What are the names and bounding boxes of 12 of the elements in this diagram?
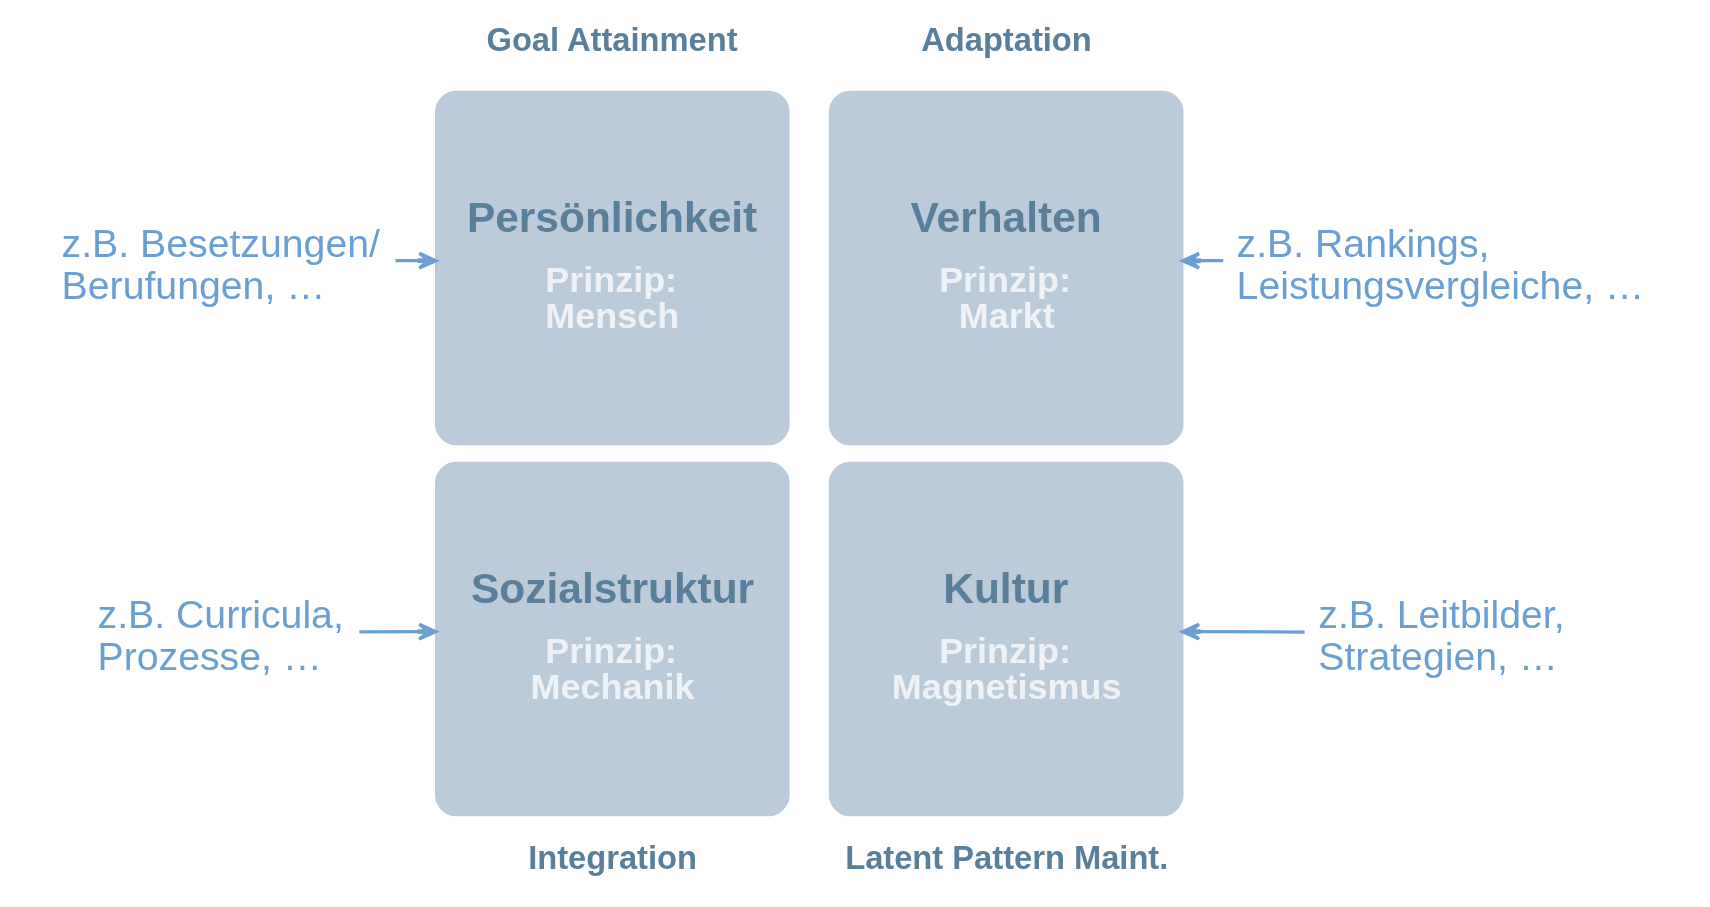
label: Latent Pattern Maint.	[845, 839, 1169, 877]
arrow	[359, 622, 438, 641]
label: Adaptation	[921, 20, 1092, 58]
node-text: z.B. Besetzungen/ Berufungen, …	[61, 220, 380, 308]
arrow	[1181, 251, 1224, 270]
node-text: z.B. Rankings, Leistungsvergleiche, …	[1236, 220, 1645, 308]
node-text: z.B. Leitbilder, Strategien, …	[1318, 591, 1565, 679]
label: Goal Attainment	[486, 20, 738, 58]
label: Integration	[528, 839, 697, 877]
arrow	[395, 251, 438, 270]
node-text: z.B. Curricula, Prozesse, …	[97, 591, 344, 679]
arrow	[1181, 622, 1305, 641]
